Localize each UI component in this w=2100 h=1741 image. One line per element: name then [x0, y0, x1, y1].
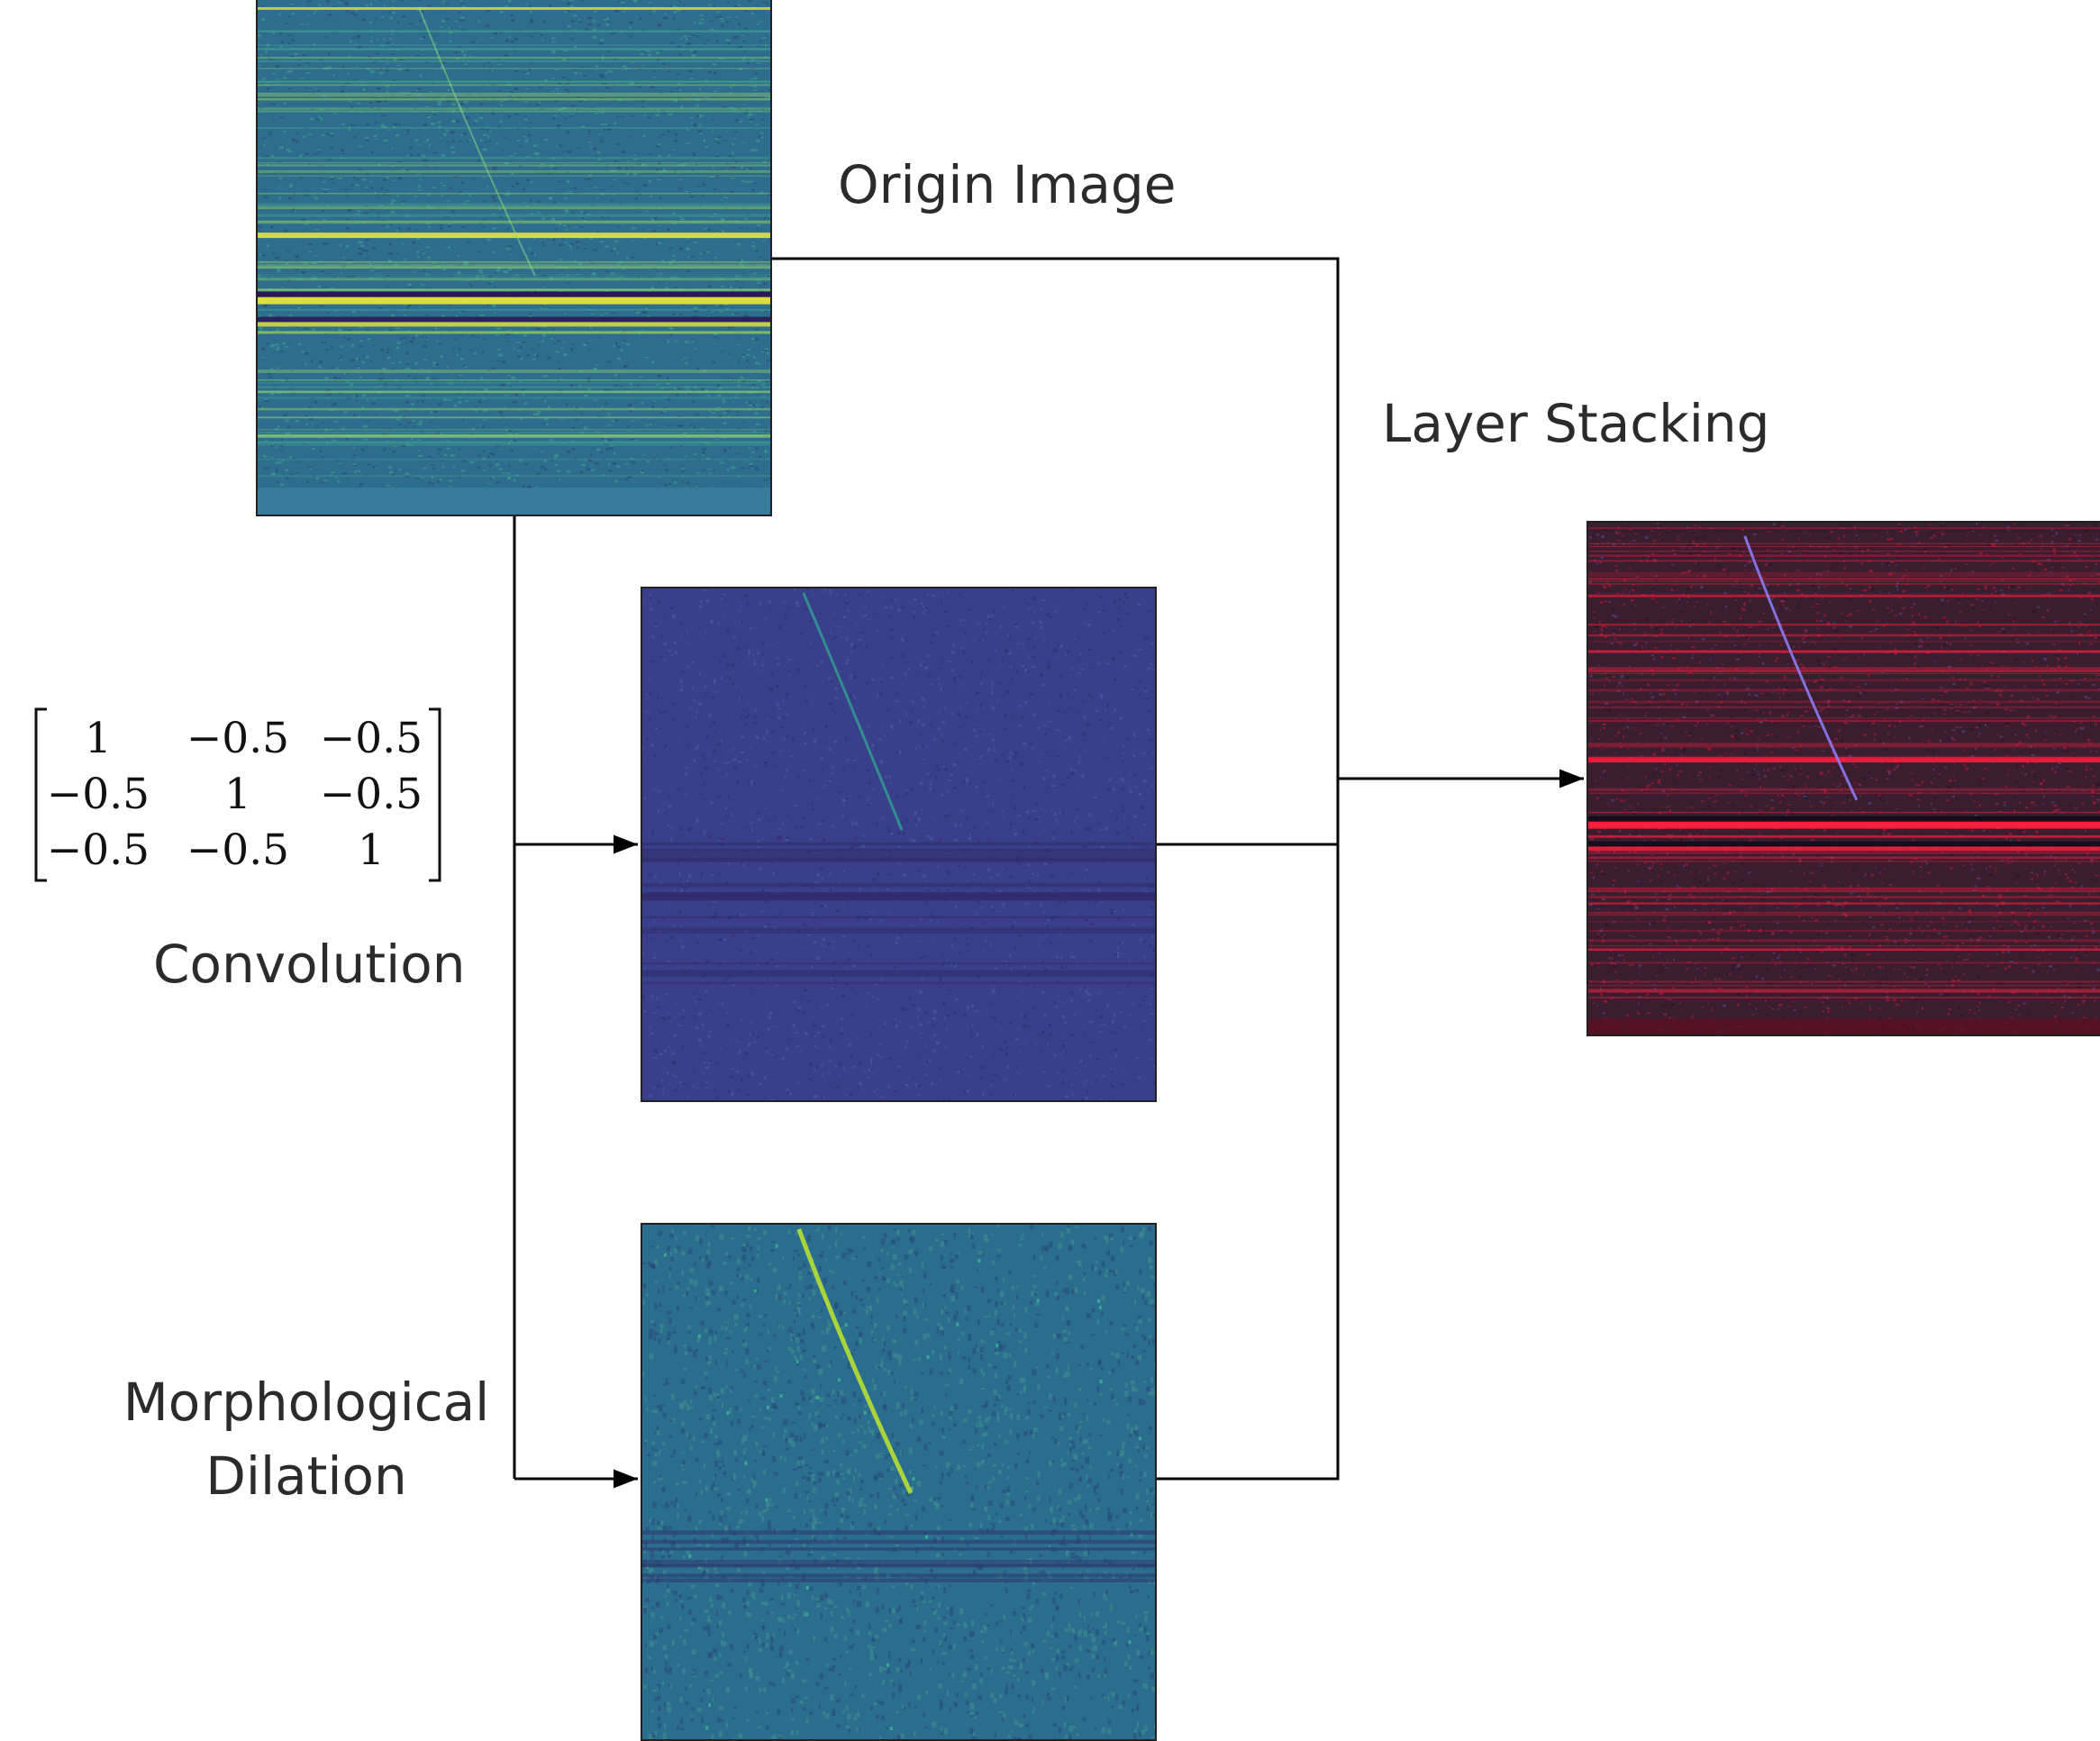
- layer-stacking-label: Layer Stacking: [1382, 397, 1769, 450]
- convolution-kernel-matrix: 1 −0.5 −0.5 −0.5 1 −0.5 −0.5 −0.5 1: [31, 705, 445, 885]
- matrix-cell: −0.5: [186, 717, 289, 760]
- matrix-cell: −0.5: [320, 773, 423, 816]
- morphological-label-line2: Dilation: [117, 1450, 495, 1502]
- matrix-cell: 1: [358, 829, 385, 871]
- matrix-cell: −0.5: [320, 717, 423, 760]
- matrix-cell: −0.5: [47, 773, 150, 816]
- origin-to-stacking-line: [772, 259, 1338, 844]
- convolution-label: Convolution: [153, 938, 466, 990]
- morphological-dilation-label: Morphological Dilation: [117, 1376, 495, 1502]
- dilation-output-line: [1157, 844, 1338, 1479]
- matrix-cell: 1: [224, 773, 251, 816]
- matrix-cell: 1: [85, 717, 112, 760]
- origin-image-label: Origin Image: [838, 159, 1176, 211]
- morphological-label-line1: Morphological: [117, 1376, 495, 1428]
- matrix-cell: −0.5: [47, 829, 150, 871]
- matrix-cell: −0.5: [186, 829, 289, 871]
